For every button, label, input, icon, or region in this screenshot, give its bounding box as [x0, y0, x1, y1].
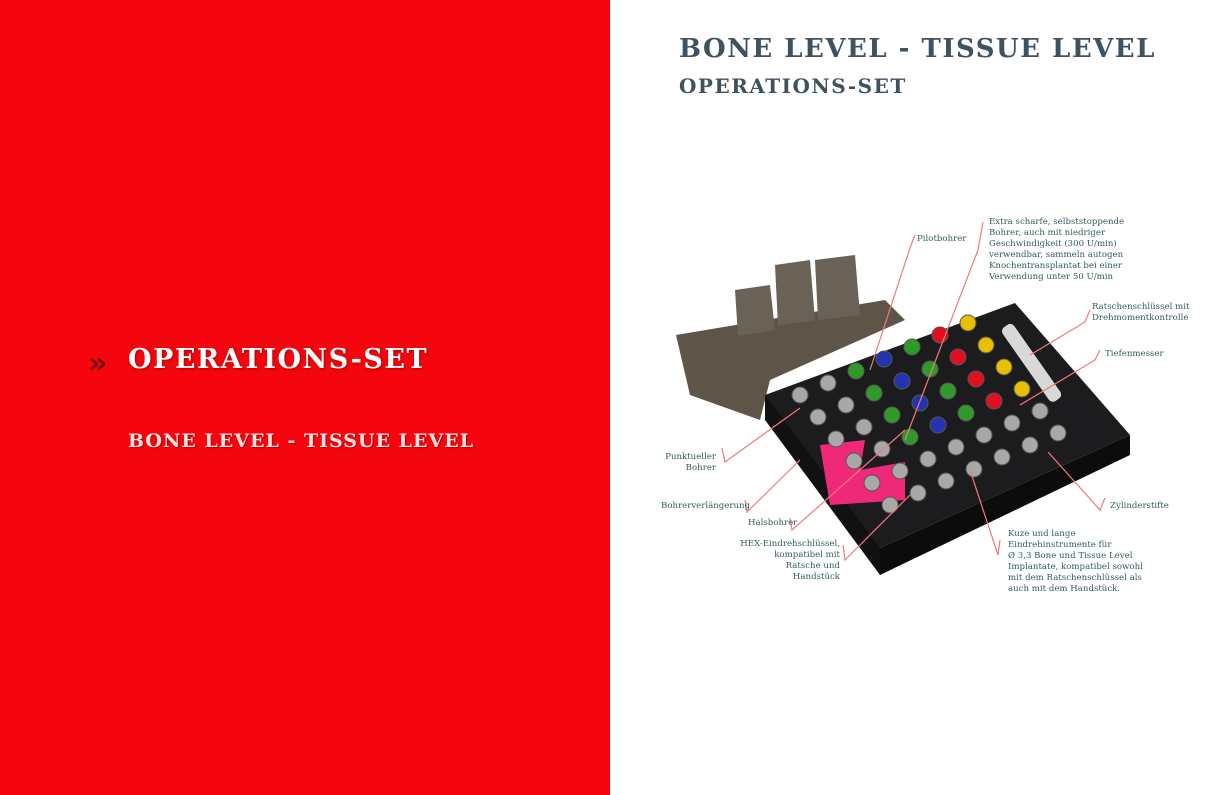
instrument-well: [1031, 402, 1049, 420]
instrument-well: [975, 426, 993, 444]
instrument-well: [893, 372, 911, 390]
instrument-well: [863, 474, 881, 492]
instrument-well: [947, 438, 965, 456]
left-subtitle: BONE LEVEL - TISSUE LEVEL: [128, 430, 475, 452]
instrument-well: [875, 350, 893, 368]
instrument-well: [865, 384, 883, 402]
instrument-well: [881, 496, 899, 514]
instrument-well: [919, 450, 937, 468]
instrument-well: [929, 416, 947, 434]
chevron-icon: »: [88, 346, 107, 381]
callout-bohrerverlaengerung: Bohrerverlängerung: [661, 501, 751, 511]
instrument-well: [827, 430, 845, 448]
instrument-well: [883, 406, 901, 424]
instrument-well: [1013, 380, 1031, 398]
instrument-well: [809, 408, 827, 426]
instrument-well: [855, 418, 873, 436]
instrument-well: [993, 448, 1011, 466]
ratchet-wrench: [1001, 323, 1062, 402]
instrument-well: [891, 462, 909, 480]
instrument-well: [845, 452, 863, 470]
instrument-well: [819, 374, 837, 392]
instrument-well: [847, 362, 865, 380]
instrument-well: [939, 382, 957, 400]
instrument-well: [1049, 424, 1067, 442]
instrument-well: [949, 348, 967, 366]
callout-zylinderstifte: Zylinderstifte: [1110, 501, 1169, 511]
instrument-well: [985, 392, 1003, 410]
callout-halsbohrer: Halsbohrer: [748, 518, 798, 528]
instrument-well: [1021, 436, 1039, 454]
instrument-well: [957, 404, 975, 422]
instrument-well: [937, 472, 955, 490]
page-title: BONE LEVEL - TISSUE LEVEL: [679, 34, 1156, 64]
instrument-well: [959, 314, 977, 332]
instrument-well: [901, 428, 919, 446]
instrument-well: [995, 358, 1013, 376]
instrument-well: [909, 484, 927, 502]
left-title: OPERATIONS-SET: [128, 344, 429, 375]
instrument-well: [873, 440, 891, 458]
callout-tiefenmesser: Tiefenmesser: [1105, 349, 1164, 359]
red-cover-panel: » OPERATIONS-SET BONE LEVEL - TISSUE LEV…: [0, 0, 610, 795]
instrument-well: [965, 460, 983, 478]
instrument-well: [911, 394, 929, 412]
instrument-well: [837, 396, 855, 414]
leader-lines: [721, 221, 1106, 562]
callout-pilotbohrer: Pilotbohrer: [917, 234, 967, 244]
instrument-well: [903, 338, 921, 356]
instrument-well: [1003, 414, 1021, 432]
instrument-well: [791, 386, 809, 404]
page-subtitle: OPERATIONS-SET: [679, 74, 907, 98]
instrument-well: [967, 370, 985, 388]
instrument-well: [977, 336, 995, 354]
kit-lid: [676, 300, 905, 420]
kit-label-sticker: [820, 440, 905, 505]
